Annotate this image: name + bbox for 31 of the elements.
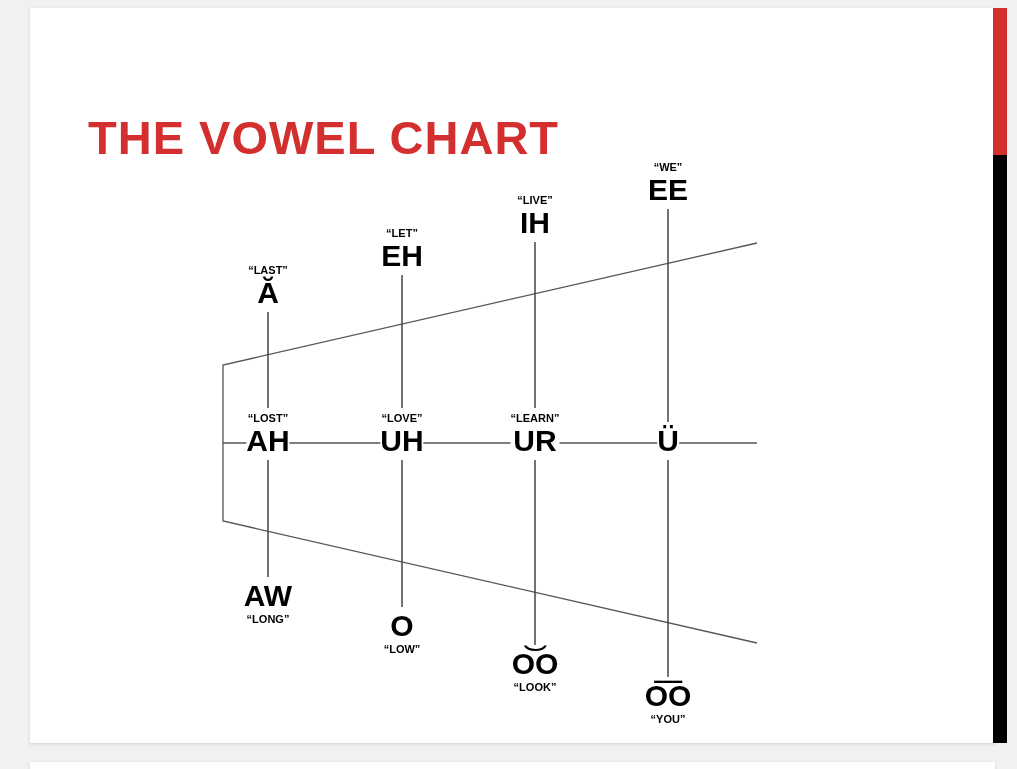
keyword-text: “YOU” bbox=[650, 712, 686, 726]
keyword-text: “LAST” bbox=[248, 263, 288, 276]
vowel-symbol: AW bbox=[243, 580, 293, 612]
keyword-text: “LOW” bbox=[383, 642, 421, 656]
connector-line bbox=[667, 208, 669, 423]
connector-line bbox=[534, 241, 536, 409]
vowel-symbol: AH bbox=[246, 425, 290, 457]
vowel-symbol: Ü bbox=[657, 425, 679, 457]
vowel-symbol: EE bbox=[648, 174, 688, 206]
vowel-symbol: O bbox=[390, 610, 414, 642]
keyword-text: “LEARN” bbox=[510, 411, 560, 425]
vowel-symbol: UH bbox=[380, 425, 424, 457]
connector-line bbox=[667, 459, 669, 678]
chart-title: THE VOWEL CHART bbox=[88, 110, 560, 166]
connector-line bbox=[534, 459, 536, 646]
connector-line bbox=[267, 311, 269, 409]
keyword-text: “LIVE” bbox=[517, 193, 553, 207]
keyword-text: “LOST” bbox=[247, 411, 289, 425]
vowel-symbol: O͞O bbox=[644, 680, 692, 712]
keyword-text: “LONG” bbox=[246, 612, 290, 626]
connector-line bbox=[401, 274, 403, 409]
vowel-symbol: UR bbox=[513, 425, 557, 457]
vowel-symbol: IH bbox=[520, 207, 550, 239]
keyword-text: “WE” bbox=[653, 160, 683, 174]
vowel-symbol: EH bbox=[381, 240, 423, 272]
vowel-symbol: Ă bbox=[257, 277, 279, 309]
keyword-text: “LET” bbox=[386, 226, 418, 240]
connector-line bbox=[401, 459, 403, 608]
keyword-text: “LOOK” bbox=[513, 680, 557, 694]
connector-line bbox=[267, 459, 269, 578]
keyword-text: “LOVE” bbox=[381, 411, 423, 425]
